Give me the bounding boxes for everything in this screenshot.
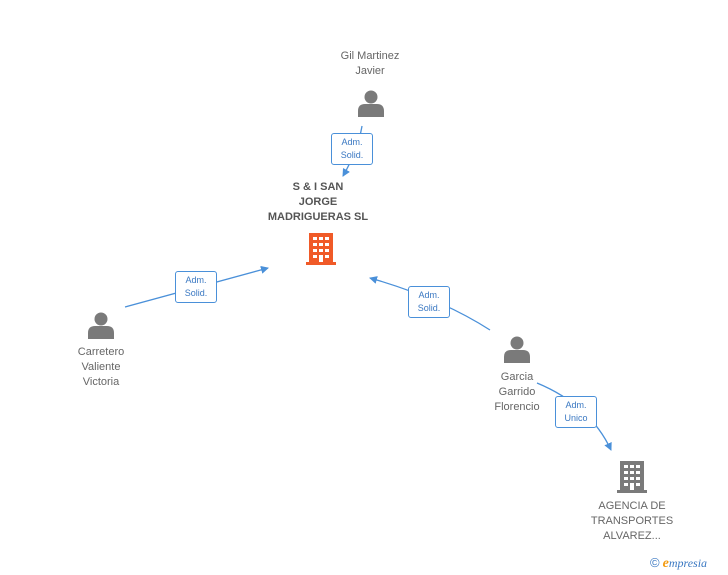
- brand-logo: ©empresia: [650, 555, 707, 572]
- building-icon[interactable]: [617, 461, 647, 493]
- edge-label-gil: Adm. Solid.: [331, 133, 373, 165]
- building-icon[interactable]: [306, 233, 336, 265]
- person-icon[interactable]: [504, 336, 530, 364]
- brand-name: mpresia: [668, 556, 708, 570]
- node-label-main-company[interactable]: S & I SAN JORGE MADRIGUERAS SL: [267, 181, 369, 223]
- node-label-agencia[interactable]: AGENCIA DE TRANSPORTES ALVAREZ...: [590, 500, 674, 542]
- brand-e: e: [662, 556, 669, 571]
- node-label-carretero[interactable]: Carretero Valiente Victoria: [77, 346, 125, 388]
- copyright-icon: ©: [650, 555, 660, 570]
- person-icon[interactable]: [88, 312, 114, 340]
- node-label-gil[interactable]: Gil Martinez Javier: [340, 50, 400, 77]
- person-icon[interactable]: [358, 90, 384, 118]
- edge-label-garcia-agencia: Adm. Unico: [555, 396, 597, 428]
- edge-label-carretero: Adm. Solid.: [175, 271, 217, 303]
- node-label-garcia[interactable]: Garcia Garrido Florencio: [494, 371, 540, 413]
- edge-label-garcia-main: Adm. Solid.: [408, 286, 450, 318]
